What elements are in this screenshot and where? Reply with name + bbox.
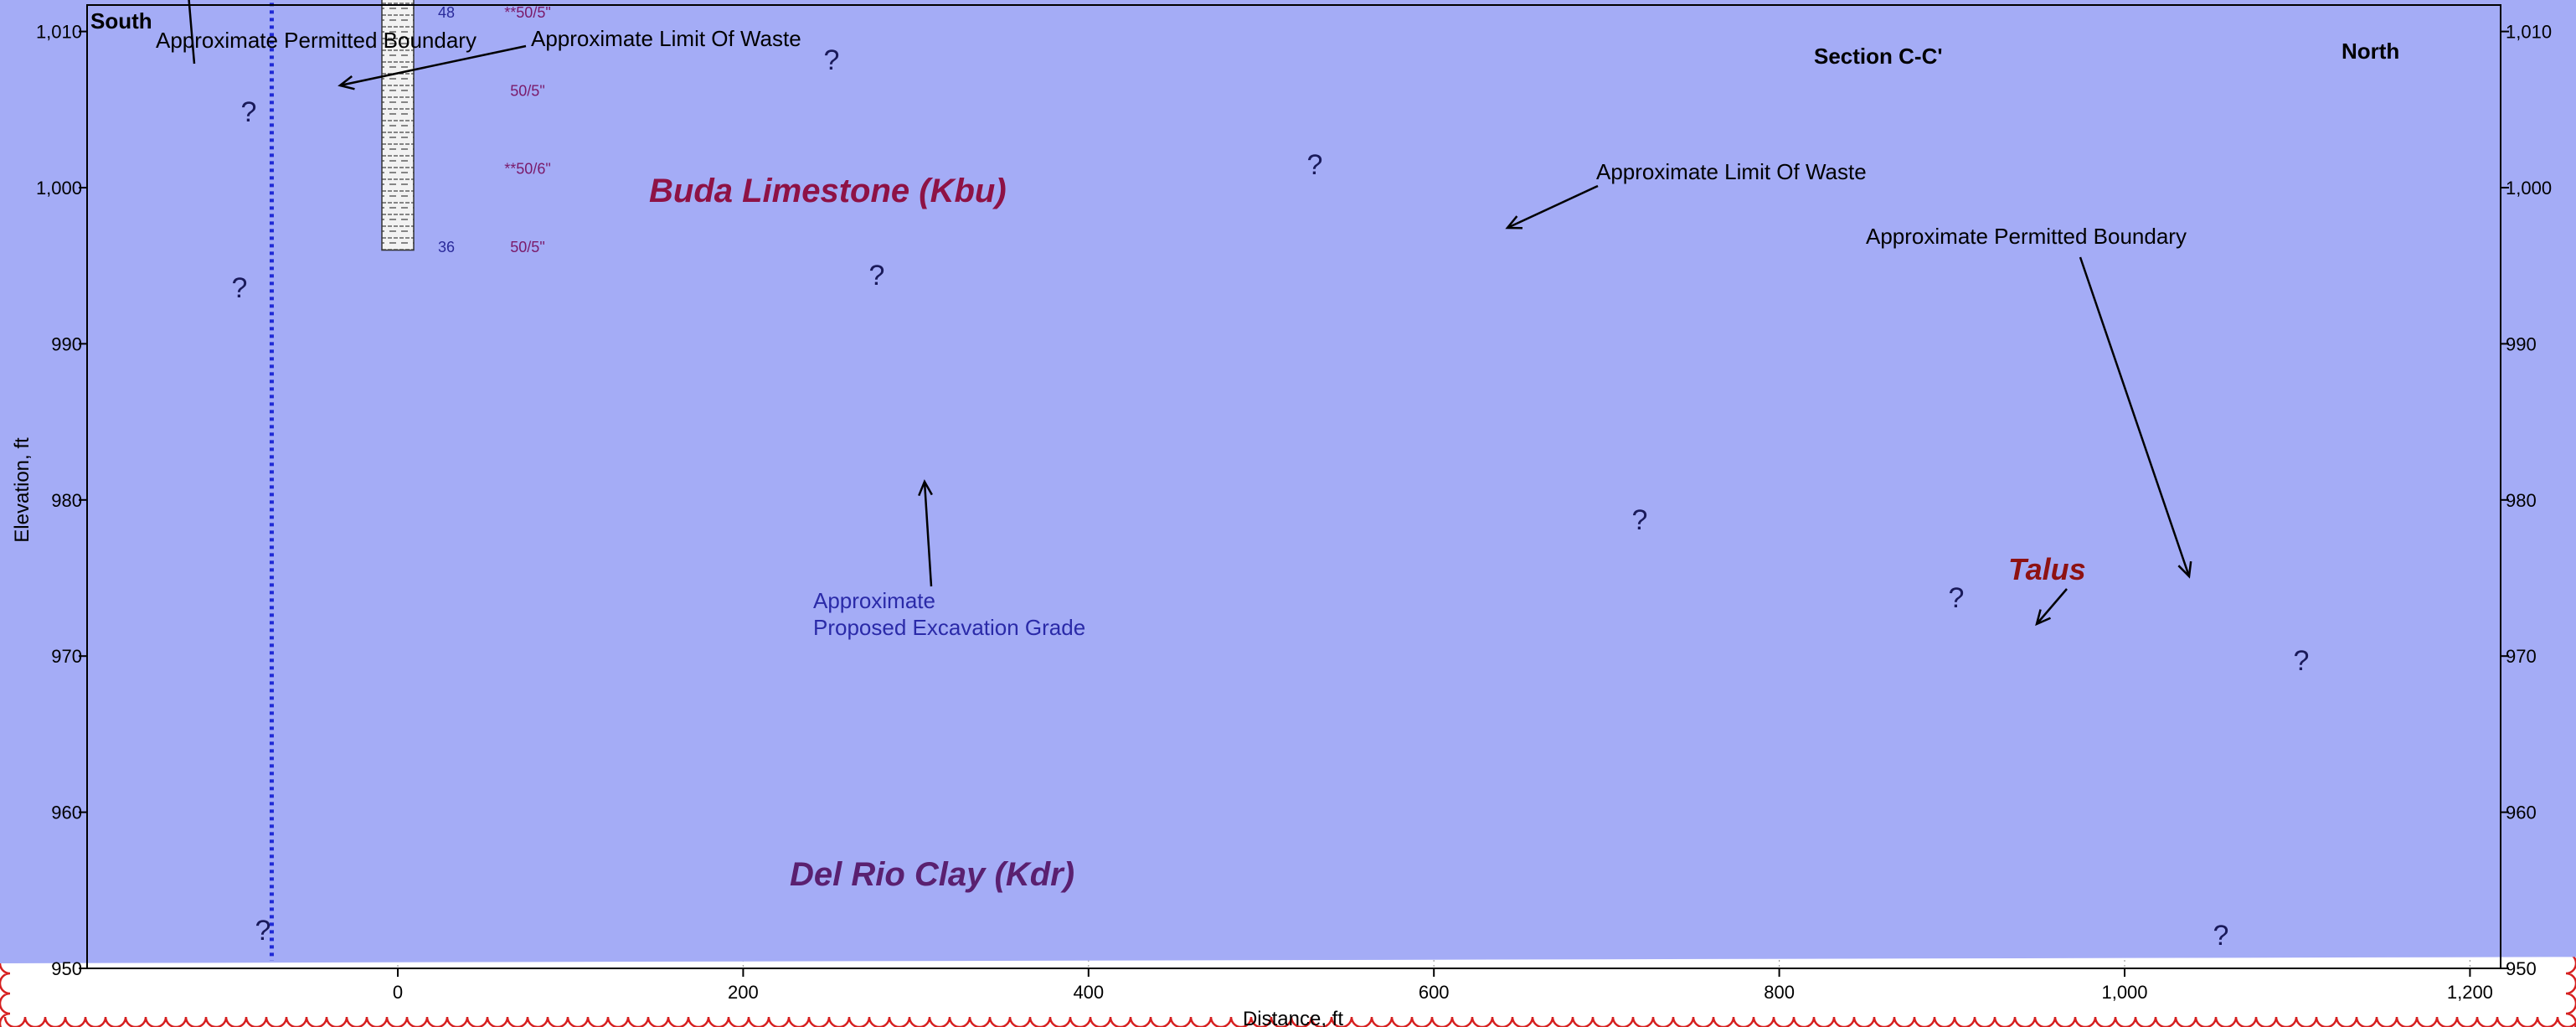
y-tick-label-left: 990 <box>51 333 82 354</box>
arrow-talus <box>2036 588 2068 625</box>
y-tick-label-left: 980 <box>51 490 82 511</box>
x-tick-label: 400 <box>1073 982 1104 1003</box>
uncertainty-markers: ?????????? <box>232 44 2310 952</box>
arrow-permitted-boundary-right <box>2079 256 2191 577</box>
borehole-b13-clay <box>381 0 415 251</box>
permitted-boundary-right-label: Approximate Permitted Boundary <box>1866 224 2187 249</box>
borehole-b13-n: 50/5" <box>510 82 544 99</box>
y-axis-label: Elevation, ft <box>11 437 33 543</box>
excavation-grade-label-line1: Approximate <box>813 588 935 613</box>
del-rio-clay-unit <box>0 0 2576 963</box>
question-mark: ? <box>2213 920 2229 952</box>
permitted-boundary-left-label: Approximate Permitted Boundary <box>156 28 477 53</box>
y-tick-label-left: 960 <box>51 803 82 823</box>
x-tick-label: 1,000 <box>2101 982 2147 1003</box>
x-tick-label: 600 <box>1419 982 1450 1003</box>
x-tick-label: 200 <box>728 982 759 1003</box>
y-tick-label-right: 990 <box>2506 333 2537 354</box>
question-mark: ? <box>1632 504 1648 536</box>
question-mark: ? <box>241 96 257 128</box>
arrow-limit-waste-left <box>339 44 527 87</box>
south-label: South <box>90 8 152 34</box>
borehole-b13-n: **50/5" <box>504 4 550 21</box>
limit-of-waste-left-label: Approximate Limit Of Waste <box>531 26 801 51</box>
boreholes: B-13PI-200N19222047483674662322**50/3"**… <box>381 0 551 255</box>
y-tick-label-right: 970 <box>2506 646 2537 667</box>
question-mark: ? <box>255 915 271 947</box>
y-tick-label-right: 1,000 <box>2506 178 2552 199</box>
question-mark: ? <box>1949 582 1965 614</box>
excavation-grade-label-line2: Proposed Excavation Grade <box>813 615 1085 640</box>
borehole-b13-n: **50/6" <box>504 161 550 178</box>
x-tick-label: 1,200 <box>2447 982 2493 1003</box>
question-mark: ? <box>2294 645 2310 677</box>
axis-ticks: 02004006008001,0001,2001,4001,6001,8002,… <box>36 22 2552 1003</box>
del-rio-clay-label: Del Rio Clay (Kdr) <box>790 856 1074 893</box>
y-tick-label-right: 960 <box>2506 803 2537 823</box>
plot-frame <box>86 4 2501 969</box>
arrow-excavation-grade-head <box>918 479 933 497</box>
arrow-limit-waste-left-head <box>337 75 355 90</box>
section-title: Section C-C' <box>1814 44 1943 69</box>
talus-label: Talus <box>2008 552 2086 586</box>
question-mark: ? <box>1307 149 1323 181</box>
borehole-b13-pi: 36 <box>438 239 455 255</box>
x-tick-label: 800 <box>1764 982 1795 1003</box>
annotation-arrows <box>188 0 2192 627</box>
limit-of-waste-right-label: Approximate Limit Of Waste <box>1596 159 1867 184</box>
y-tick-label-right: 980 <box>2506 490 2537 511</box>
question-mark: ? <box>232 272 248 304</box>
borehole-b13-n: 50/5" <box>510 239 544 255</box>
arrow-limit-waste-right <box>1507 184 1599 230</box>
arrow-talus-head <box>2035 609 2051 627</box>
question-mark: ? <box>824 44 840 76</box>
y-tick-label-left: 1,000 <box>36 178 82 199</box>
y-tick-label-left: 1,010 <box>36 22 82 43</box>
x-axis-label: Distance, ft <box>1243 1008 1343 1027</box>
borehole-b13-pi: 48 <box>438 4 455 21</box>
arrow-permitted-boundary-right-head <box>2177 560 2192 579</box>
y-tick-label-left: 950 <box>51 958 82 979</box>
arrow-excavation-grade <box>923 481 933 587</box>
arrow-limit-waste-right-head <box>1505 215 1523 230</box>
y-tick-label-left: 970 <box>51 646 82 667</box>
y-tick-label-right: 1,010 <box>2506 22 2552 43</box>
y-tick-label-right: 950 <box>2506 958 2537 979</box>
question-mark: ? <box>869 260 885 292</box>
x-tick-label: 0 <box>393 982 403 1003</box>
north-label: North <box>2342 39 2399 64</box>
buda-limestone-label: Buda Limestone (Kbu) <box>649 173 1007 209</box>
